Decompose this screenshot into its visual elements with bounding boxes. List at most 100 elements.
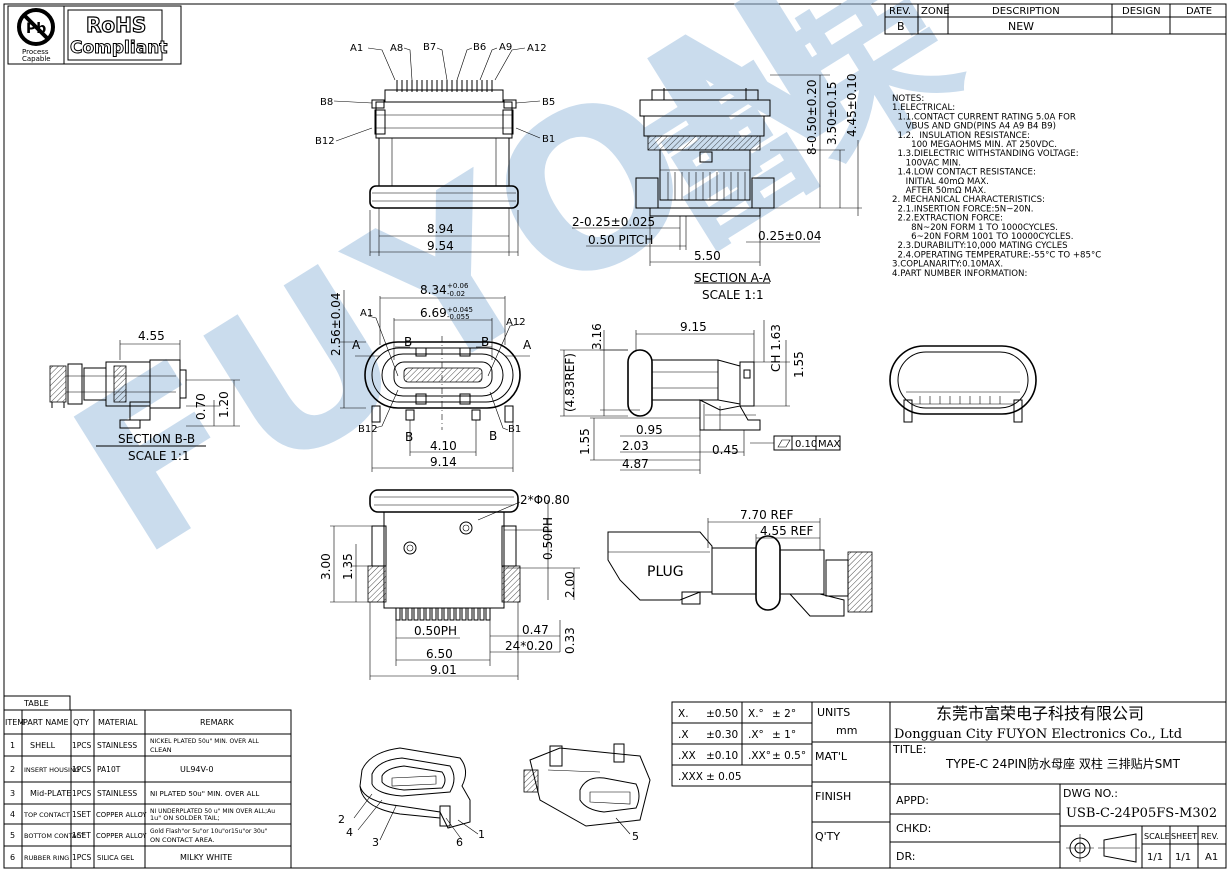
dim-954: 9.54 (427, 239, 454, 253)
dim-033: 0.33 (563, 627, 577, 654)
bom-header-material: MATERIAL (98, 718, 138, 727)
note-line: 4.PART NUMBER INFORMATION: (892, 269, 1027, 279)
bom-remark: MILKY WHITE (180, 853, 232, 862)
dim-455-ref: 4.55 REF (760, 524, 813, 538)
pin-label-b6: B6 (473, 42, 486, 53)
bom-part-name: RUBBER RING (24, 854, 69, 862)
note-line: 2.1.INSERTION FORCE:5N~20N. (892, 204, 1034, 214)
top-view: A1 A8 B7 B6 A9 A12 B8 B12 B5 B1 8.94 9.5… (315, 42, 555, 256)
units-label: UNITS (817, 706, 850, 719)
bom-item-number: 1 (10, 741, 15, 750)
rev-value-block: A1 (1205, 852, 1218, 863)
tol-linear-value: ±0.10 (706, 750, 738, 762)
front-label-a12: A12 (506, 317, 526, 328)
bom-item-number: 5 (10, 831, 15, 840)
rohs-subtitle: Compliant (70, 38, 167, 58)
tol-angular: .X° (748, 729, 764, 741)
note-line: 2. MECHANICAL CHARACTERISTICS: (892, 195, 1045, 205)
note-line: 1.ELECTRICAL: (892, 103, 955, 113)
appd-label: APPD: (896, 794, 929, 807)
iso-callout-4: 4 (346, 826, 353, 839)
tol-angular: X.° (748, 708, 764, 720)
material-label: MAT'L (815, 750, 848, 763)
note-line: 100 MEGAOHMS MIN. AT 250VDC. (892, 140, 1057, 150)
dim-669-tol-minus: -0.055 (447, 313, 470, 321)
tol-linear-value: ± 0.05 (706, 771, 742, 783)
bom-part-name: BOTTOM CONTACT (24, 832, 85, 840)
tol-linear: .XX (678, 750, 696, 762)
dim-155-right: 1.55 (792, 351, 806, 378)
pin-label-b12: B12 (315, 136, 335, 147)
note-line: 1.3.DIELECTRIC WITHSTANDING VOLTAGE: (892, 149, 1079, 159)
side-view: 9.15 3.16 (4.83REF) CH 1.63 1.55 1.55 0.… (560, 320, 841, 474)
tol-angular-value: ± 1° (772, 729, 796, 741)
section-mark-a-left: A (352, 338, 361, 352)
dwg-label: DWG NO.: (1063, 787, 1118, 800)
bottom-pin-row (395, 607, 491, 621)
rev-header-description: DESCRIPTION (992, 6, 1060, 17)
bom-part-name: Mid-PLATE (30, 789, 71, 798)
note-line: 3.COPLANARITY:0.10MAX. (892, 260, 1003, 270)
bom-header-remark: REMARK (200, 718, 235, 727)
bom-header-part: PART NAME (23, 718, 69, 727)
rev-header-rev: REV. (889, 6, 911, 17)
bom-remark-line-1: Gold Flash"or 5u"or 10u"or15u"or 30u" (150, 828, 268, 835)
bom-material: COPPER ALLOY (96, 811, 147, 819)
dim-047: 0.47 (522, 623, 549, 637)
bom-material: STAINLESS (97, 741, 137, 750)
sheet-label: SHEET (1171, 832, 1197, 841)
iso-callout-1: 1 (478, 828, 485, 841)
dim-834-tol-plus: +0.06 (447, 282, 469, 290)
section-mark-b-left: B (404, 335, 412, 349)
dim-669: 6.69 (420, 306, 447, 320)
iso-callout-2: 2 (338, 813, 345, 826)
bom-part-name: TOP CONTACT (23, 811, 70, 819)
bom-remark-line-2: ON CONTACT AREA. (150, 836, 214, 844)
tol-angular-value: ± 0.5° (772, 750, 806, 762)
dim-834: 8.34 (420, 283, 447, 297)
dim-487: 4.87 (622, 457, 649, 471)
iso-callout-5: 5 (632, 830, 639, 843)
dwg-number: USB-C-24P05FS-M302 (1066, 806, 1217, 821)
pin-label-a8: A8 (390, 43, 403, 54)
flatness-value: 0.10 (795, 439, 817, 450)
note-line: AFTER 50mΩ MAX. (892, 186, 986, 196)
bom-remark-line-1: NICKEL PLATED 50u" MIN. OVER ALL (150, 738, 260, 745)
rev-header-zone: ZONE (921, 6, 950, 17)
dim-ch-163: CH 1.63 (769, 324, 783, 372)
dim-bb-120: 1.20 (217, 391, 231, 418)
dim-8-050: 8-0.50±0.20 (805, 80, 819, 155)
company-name-en: Dongguan City FUYON Electronics Co., Ltd (894, 727, 1182, 742)
note-line: 1.4.LOW CONTACT RESISTANCE: (892, 168, 1036, 178)
bom-qty: 1SET (72, 831, 91, 840)
sheet-border (3, 3, 1227, 869)
pb-caption-1: Process (22, 48, 49, 56)
dim-045: 0.45 (712, 443, 739, 457)
dim-669-tol-plus: +0.045 (447, 306, 473, 314)
pb-caption-2: Capable (22, 55, 51, 63)
front-label-b1: B1 (508, 424, 521, 435)
notes-block: NOTES:1.ELECTRICAL: 1.1.CONTACT CURRENT … (892, 94, 1101, 279)
bom-table: TABLE ITEM PART NAME QTY MATERIAL REMARK… (3, 695, 292, 869)
dim-300: 3.00 (319, 553, 333, 580)
bom-header-qty: QTY (73, 718, 89, 727)
flatness-unit: MAX (818, 439, 840, 450)
bom-caption: TABLE (23, 699, 49, 708)
section-aa: 8-0.50±0.20 3.50±0.15 4.45±0.10 2-0.25±0… (572, 74, 862, 302)
bom-material: COPPER ALLOY (96, 832, 147, 840)
bom-item-number: 6 (10, 853, 15, 862)
plug-label: PLUG (647, 564, 684, 580)
section-bb-title: SECTION B-B (118, 432, 195, 446)
bom-qty: 1PCS (72, 765, 92, 774)
note-line: 100VAC MIN. (892, 158, 961, 168)
rev-description: NEW (1008, 20, 1034, 33)
dim-770-ref: 7.70 REF (740, 508, 793, 522)
bom-material: PA10T (97, 765, 121, 774)
dim-050ph-horizontal: 0.50PH (414, 624, 457, 638)
dim-316: 3.16 (590, 323, 604, 350)
dim-483-ref: (4.83REF) (563, 353, 577, 412)
bom-qty: 1PCS (72, 741, 92, 750)
bottom-view: 2*Φ0.80 0.50PH 2.00 3.00 1.35 0.50PH 6.5… (319, 489, 580, 680)
note-line: 1.2. INSULATION RESISTANCE: (892, 131, 1030, 141)
